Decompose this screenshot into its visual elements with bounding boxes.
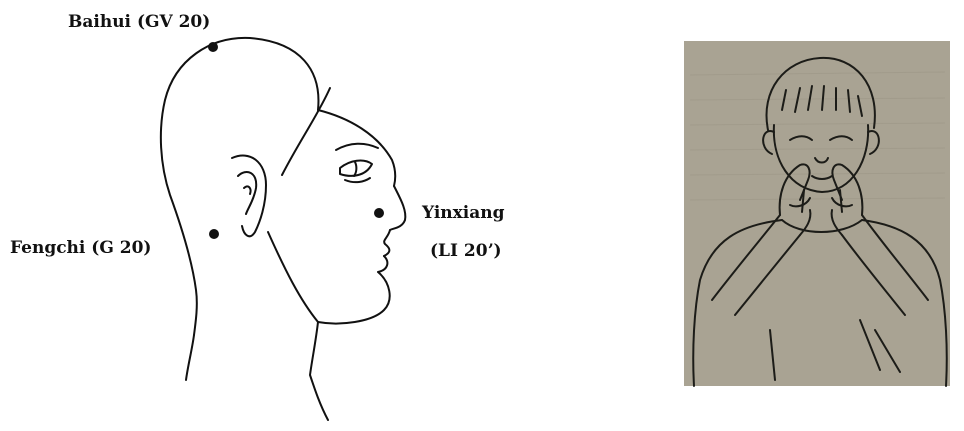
baihui-point	[208, 42, 218, 52]
head-profile-drawing	[161, 38, 405, 420]
massage-demo-photo	[684, 41, 950, 386]
acupoint-markers	[208, 42, 384, 239]
baihui-label: Baihui (GV 20)	[68, 14, 210, 31]
yinxiang-label-line2: (LI 20ʼ)	[430, 243, 502, 260]
yinxiang-point	[374, 208, 384, 218]
fengchi-label: Fengchi (G 20)	[10, 240, 151, 257]
yinxiang-label-line1: Yinxiang	[422, 205, 505, 222]
fengchi-point	[209, 229, 219, 239]
